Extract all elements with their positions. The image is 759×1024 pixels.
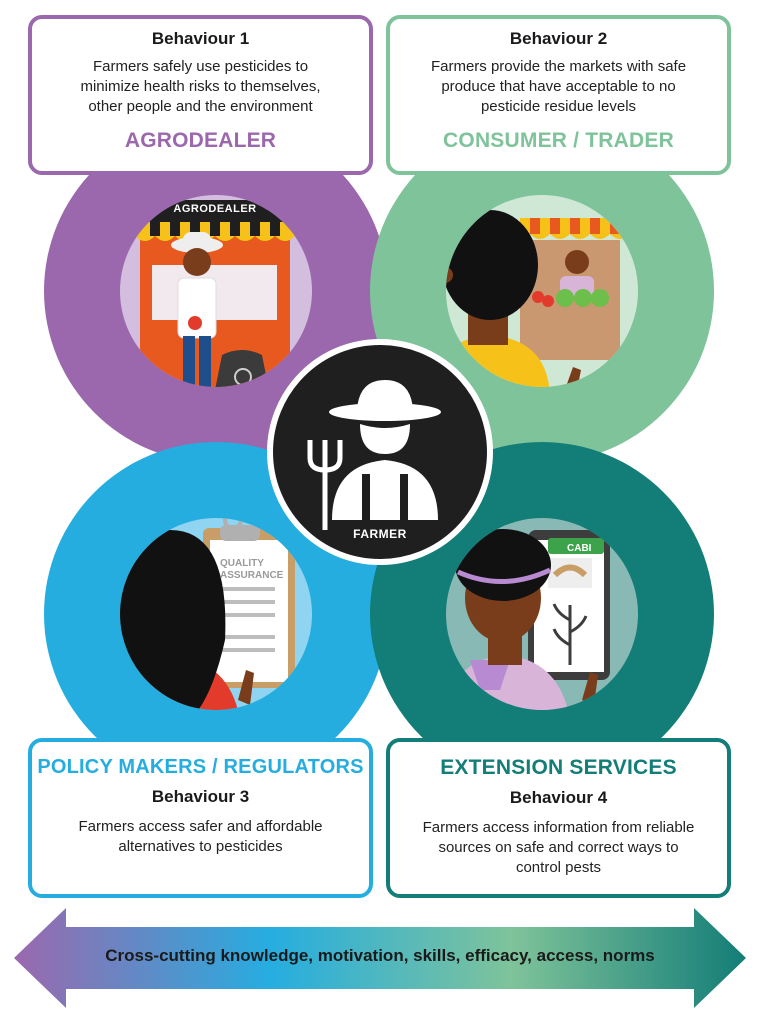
- farmer-label: FARMER: [353, 527, 407, 541]
- behaviour-1-heading: Behaviour 1: [151, 29, 250, 48]
- behaviour-1-card: Behaviour 1 Farmers safely use pesticide…: [28, 15, 373, 175]
- behaviour-4-card: EXTENSION SERVICES Behaviour 4 Farmers a…: [386, 738, 731, 898]
- behaviour-4-description: Farmers access information from reliable…: [422, 819, 695, 876]
- consumer-trader-title: CONSUMER / TRADER: [443, 129, 674, 152]
- tomato-icon: [188, 316, 202, 330]
- behaviour-3-card: POLICY MAKERS / REGULATORS Behaviour 3 F…: [28, 738, 373, 898]
- behaviour-2-description: Farmers provide the markets with safe pr…: [430, 58, 687, 115]
- cross-cutting-text: Cross-cutting knowledge, motivation, ski…: [105, 946, 655, 965]
- shop-sign: AGRODEALER: [173, 203, 257, 215]
- cross-cutting-arrow: [14, 908, 746, 1008]
- agrodealer-title: AGRODEALER: [124, 129, 277, 152]
- policy-makers-title: POLICY MAKERS / REGULATORS: [37, 756, 364, 778]
- cabbage-icon: [556, 289, 609, 307]
- clipboard-text: QUALITY ASSURANCE: [220, 558, 284, 581]
- extension-tablet-illustration: [446, 529, 610, 710]
- extension-services-title: EXTENSION SERVICES: [440, 756, 677, 779]
- behaviour-3-heading: Behaviour 3: [151, 787, 250, 806]
- behaviour-4-heading: Behaviour 4: [509, 788, 608, 807]
- farmer-icon: [329, 380, 441, 520]
- behaviour-3-description: Farmers access safer and affordable alte…: [78, 818, 323, 855]
- behaviour-1-description: Farmers safely use pesticides to minimiz…: [80, 58, 321, 115]
- pitchfork-icon: [307, 440, 343, 530]
- behaviour-2-heading: Behaviour 2: [509, 29, 608, 48]
- cabi-logo: CABI: [567, 543, 592, 554]
- behaviour-2-card: Behaviour 2 Farmers provide the markets …: [386, 15, 731, 175]
- maize-icon: [552, 603, 588, 665]
